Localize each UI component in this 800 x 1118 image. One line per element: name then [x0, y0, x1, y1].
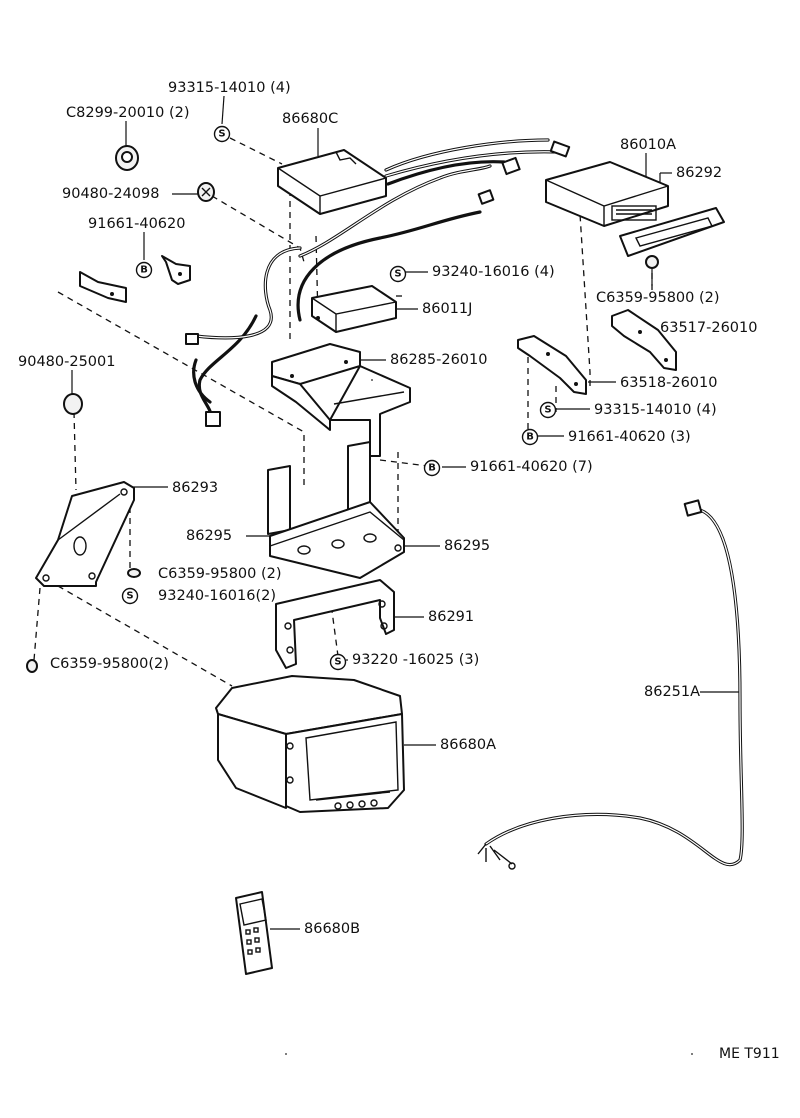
wiring-harness [185, 138, 571, 427]
clip-part-lower [63, 393, 83, 415]
screw-symbol: S [121, 587, 139, 605]
washer-low [26, 659, 38, 673]
label-86295-left: 86295 [186, 528, 232, 544]
plate-86292 [619, 207, 725, 257]
svg-text:S: S [394, 269, 401, 280]
label-C6359-95800-low: C6359-95800(2) [50, 656, 169, 672]
u-bracket-86291 [275, 579, 395, 669]
label-86295-right: 86295 [444, 538, 490, 554]
side-bracket-86293 [35, 481, 135, 587]
label-C8299-20010: C8299-20010 (2) [66, 105, 190, 121]
diagram-code: ME T911 [719, 1046, 780, 1062]
label-90480-25001: 90480-25001 [18, 354, 116, 370]
label-86010A: 86010A [620, 137, 676, 153]
screw-symbol: S [329, 653, 347, 671]
svg-text:S: S [334, 657, 341, 668]
svg-text:S: S [544, 405, 551, 416]
svg-text:B: B [140, 265, 148, 276]
label-91661-40620: 91661-40620 [88, 216, 186, 232]
small-bracket-left [79, 271, 127, 303]
label-86680B: 86680B [304, 921, 360, 937]
screw-symbol: S [389, 265, 407, 283]
tuner-unit-86010A [545, 161, 669, 227]
label-91661-40620-3: 91661-40620 (3) [568, 429, 691, 445]
bolt-symbol: B [521, 428, 539, 446]
fastener-symbols: S B S S B B S S [121, 125, 557, 671]
label-93220-16025: 93220 -16025 (3) [352, 652, 479, 668]
label-86293: 86293 [172, 480, 218, 496]
washer-part [645, 255, 659, 269]
bracket-63518-26010 [517, 335, 587, 395]
bolt-symbol: B [423, 459, 441, 477]
control-box-86680C [277, 149, 387, 215]
label-86292: 86292 [676, 165, 722, 181]
label-86251A: 86251A [644, 684, 700, 700]
scan-specks [285, 379, 693, 1055]
label-86680C: 86680C [282, 111, 338, 127]
washer-mid [127, 568, 141, 578]
svg-text:S: S [126, 591, 133, 602]
svg-text:S: S [218, 129, 225, 140]
module-86011J [311, 285, 397, 333]
svg-text:B: B [428, 463, 436, 474]
remote-86680B [235, 891, 273, 975]
label-93240-16016-4: 93240-16016 (4) [432, 264, 555, 280]
bolt-symbol: B [135, 261, 153, 279]
antenna-cable-86251A [477, 499, 744, 870]
bracket-63517-26010 [611, 309, 677, 371]
label-86011J: 86011J [422, 301, 472, 317]
screw-symbol: S [539, 401, 557, 419]
label-93315-14010-top: 93315-14010 (4) [168, 80, 291, 96]
label-93240-16016-2: 93240-16016(2) [158, 588, 276, 604]
grommet-part [115, 145, 139, 171]
label-C6359-95800-mid: C6359-95800 (2) [158, 566, 282, 582]
label-93315-14010-mid: 93315-14010 (4) [594, 402, 717, 418]
label-86680A: 86680A [440, 737, 496, 753]
bracket-86285-26010 [271, 343, 411, 457]
label-63517-26010: 63517-26010 [660, 320, 758, 336]
label-91661-40620-7: 91661-40620 (7) [470, 459, 593, 475]
small-bracket-right [161, 255, 191, 285]
label-C6359-95800-top: C6359-95800 (2) [596, 290, 720, 306]
label-90480-24098: 90480-24098 [62, 186, 160, 202]
label-63518-26010: 63518-26010 [620, 375, 718, 391]
label-86291: 86291 [428, 609, 474, 625]
screw-symbol: S [213, 125, 231, 143]
part-labels: 93315-14010 (4) 86680C C8299-20010 (2) 8… [18, 80, 780, 1062]
svg-text:B: B [526, 432, 534, 443]
mount-bracket-86295 [267, 441, 405, 579]
monitor-86680A [215, 675, 405, 813]
clip-part [197, 182, 215, 202]
label-86285-26010: 86285-26010 [390, 352, 488, 368]
